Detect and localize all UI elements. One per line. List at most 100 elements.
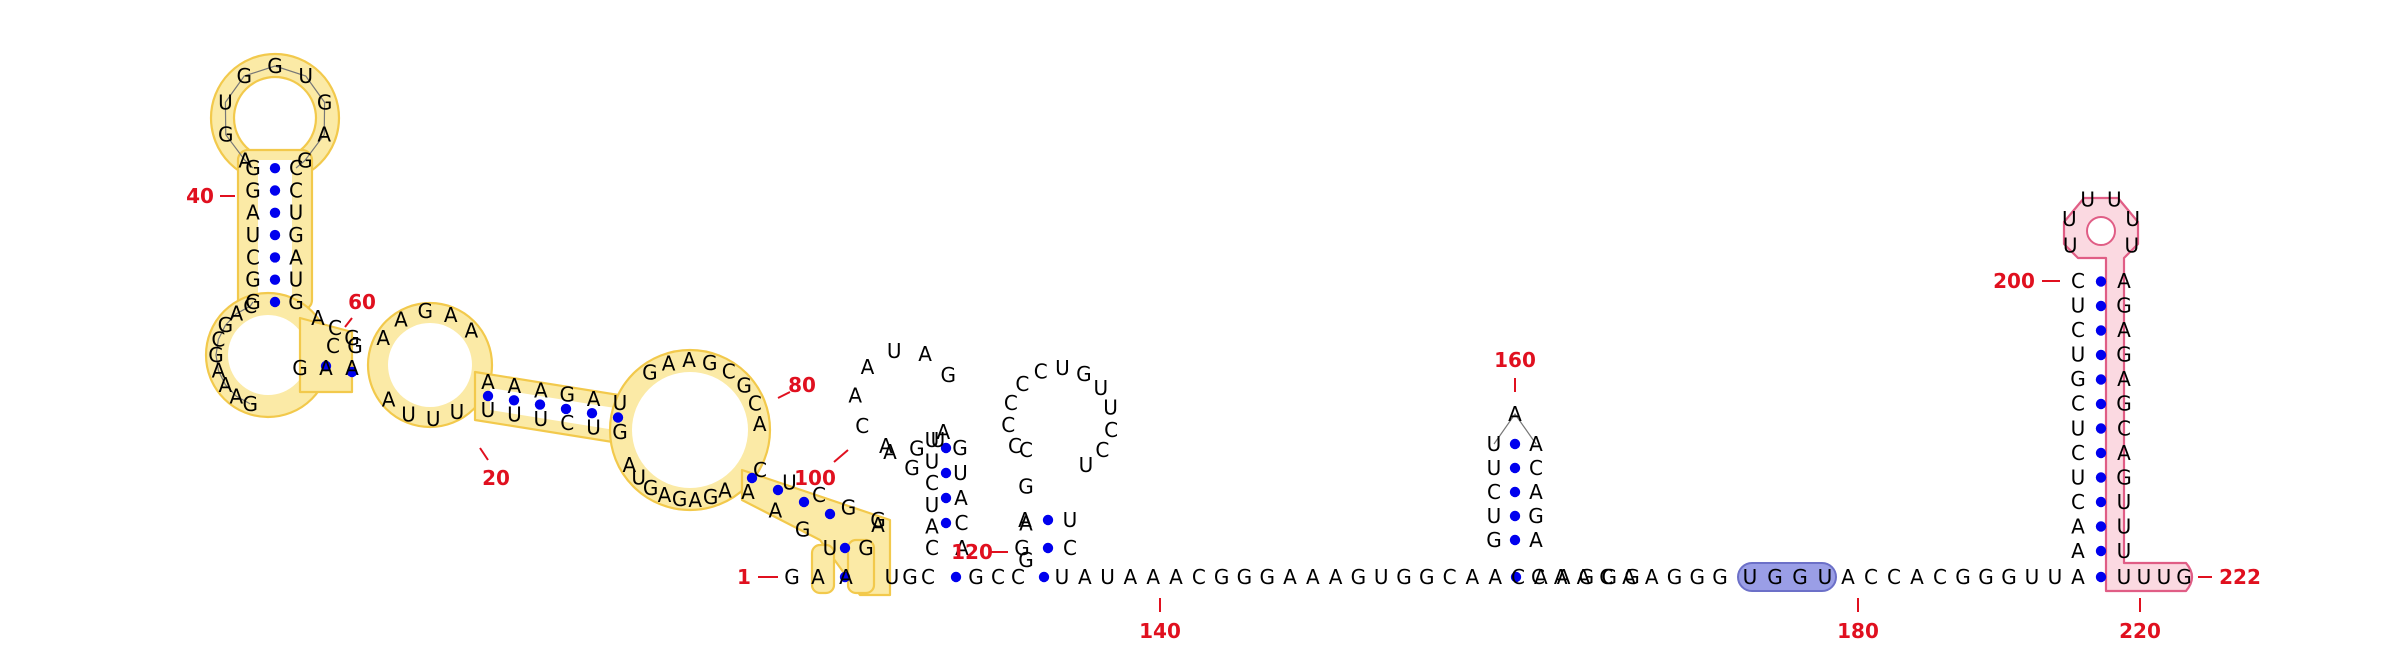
nucleotide: G bbox=[968, 565, 984, 589]
nucleotide: A bbox=[289, 245, 303, 269]
base-pair-dot bbox=[2095, 349, 2107, 361]
nucleotide: A bbox=[1529, 528, 1543, 552]
nucleotide: C bbox=[1531, 565, 1545, 589]
nucleotide: C bbox=[1063, 536, 1077, 560]
position-number: 100 bbox=[794, 466, 836, 490]
base-pair-dot bbox=[586, 408, 598, 419]
nucleotide: A bbox=[1554, 565, 1568, 589]
nucleotide: G bbox=[2001, 565, 2017, 589]
base-pair-dot bbox=[2095, 545, 2107, 557]
position-number: 180 bbox=[1837, 619, 1879, 643]
nucleotide: C bbox=[289, 178, 303, 202]
nucleotide: G bbox=[904, 456, 920, 480]
nucleotide: U bbox=[1100, 565, 1115, 589]
nucleotide: A bbox=[1557, 565, 1571, 589]
nucleotide: A bbox=[238, 149, 252, 173]
nucleotide: A bbox=[623, 453, 637, 477]
nucleotide: U bbox=[1055, 356, 1070, 380]
base-pair-dot bbox=[320, 360, 332, 372]
nucleotide-highlighted: G bbox=[1767, 565, 1783, 589]
base-pair-dot bbox=[346, 366, 358, 378]
nucleotide: G bbox=[245, 290, 261, 314]
nucleotide: A bbox=[219, 373, 233, 397]
base-pair-dot bbox=[2095, 447, 2107, 459]
nucleotide: U bbox=[2125, 207, 2140, 231]
nucleotide: C bbox=[1443, 565, 1457, 589]
base-pair-dot bbox=[940, 442, 952, 454]
nucleotide: U bbox=[2062, 207, 2077, 231]
nucleotide: C bbox=[326, 334, 340, 358]
nucleotide: U bbox=[1094, 376, 1109, 400]
nucleotide: A bbox=[871, 513, 885, 537]
nucleotide: U bbox=[298, 64, 313, 88]
nucleotide: G bbox=[672, 487, 688, 511]
nucleotide: C bbox=[925, 536, 939, 560]
nucleotide: U bbox=[887, 339, 902, 363]
nucleotide: U bbox=[1487, 432, 1502, 456]
nucleotide: A bbox=[1645, 565, 1659, 589]
nucleotide: A bbox=[1329, 565, 1343, 589]
backbone-line bbox=[215, 301, 254, 405]
nucleotide: G bbox=[1396, 565, 1412, 589]
nucleotide: G bbox=[344, 326, 360, 350]
nucleotide: A bbox=[319, 356, 333, 380]
nucleotide: A bbox=[1078, 565, 1092, 589]
nucleotide: A bbox=[753, 412, 767, 436]
nucleotide: G bbox=[909, 437, 925, 461]
nucleotide: C bbox=[1529, 456, 1543, 480]
backbone-line bbox=[224, 65, 326, 169]
nucleotide: A bbox=[1488, 565, 1502, 589]
nucleotide: C bbox=[991, 565, 1005, 589]
nucleotide: A bbox=[508, 374, 522, 398]
position-number: 1 bbox=[737, 565, 751, 589]
nucleotide: C bbox=[753, 458, 767, 482]
nucleotide: G bbox=[1712, 565, 1728, 589]
highlight-pink-hairpin bbox=[2062, 196, 2194, 593]
position-number: 80 bbox=[788, 373, 816, 397]
nucleotide: U bbox=[1487, 456, 1502, 480]
nucleotide: C bbox=[1887, 565, 1901, 589]
base-pair-dot bbox=[2095, 374, 2107, 385]
nucleotide: A bbox=[918, 342, 932, 366]
nucleotide: A bbox=[2071, 514, 2085, 538]
number-tick bbox=[344, 317, 353, 328]
base-pair-dot bbox=[269, 274, 281, 285]
loop-hole bbox=[232, 75, 318, 161]
nucleotide: G bbox=[317, 90, 333, 114]
loop-hole bbox=[388, 323, 472, 407]
nucleotide: A bbox=[345, 356, 359, 380]
nucleotide: G bbox=[1579, 565, 1595, 589]
nucleotide: A bbox=[768, 499, 782, 523]
number-tick bbox=[833, 449, 849, 463]
base-pair-dot bbox=[950, 571, 962, 583]
nucleotide: C bbox=[955, 511, 969, 535]
base-pair-dot bbox=[2095, 276, 2107, 287]
loop-hole bbox=[228, 315, 308, 395]
nucleotide: C bbox=[2071, 490, 2085, 514]
nucleotide: U bbox=[953, 461, 968, 485]
base-pair-dot bbox=[940, 492, 952, 504]
nucleotide: G bbox=[2070, 367, 2086, 391]
nucleotide: G bbox=[218, 313, 234, 337]
base-pair-dot bbox=[1042, 514, 1054, 526]
nucleotide: A bbox=[1146, 565, 1160, 589]
nucleotide: C bbox=[1192, 565, 1206, 589]
nucleotide: U bbox=[2071, 294, 2086, 318]
nucleotide: C bbox=[1015, 372, 1029, 396]
nucleotide: G bbox=[870, 508, 886, 532]
base-pair-dot bbox=[746, 472, 758, 484]
nucleotide: G bbox=[642, 361, 658, 385]
nucleotide: A bbox=[1018, 508, 1032, 532]
nucleotide: G bbox=[1955, 565, 1971, 589]
nucleotide: U bbox=[782, 471, 797, 495]
nucleotide: G bbox=[1667, 565, 1683, 589]
nucleotide: A bbox=[925, 514, 939, 538]
nucleotide-highlighted: U bbox=[2137, 565, 2152, 589]
nucleotide: C bbox=[1008, 434, 1022, 458]
nucleotide: C bbox=[1095, 438, 1109, 462]
nucleotide: C bbox=[246, 245, 260, 269]
nucleotide: A bbox=[230, 384, 244, 408]
nucleotide: C bbox=[2117, 416, 2131, 440]
nucleotide: A bbox=[861, 355, 875, 379]
